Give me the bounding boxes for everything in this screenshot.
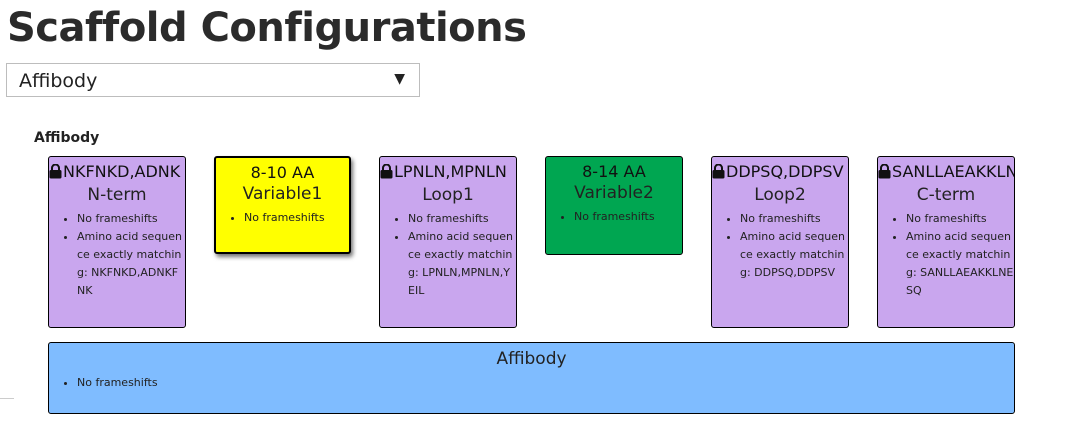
scaffold-section-label: Affibody bbox=[34, 130, 100, 146]
region-sequence: LPNLN,MPNLN bbox=[394, 162, 507, 181]
region-notes: No frameshifts Amino acid sequence exact… bbox=[49, 210, 185, 300]
region-card-n-term[interactable]: NKFNKD,ADNK N-term No frameshifts Amino … bbox=[48, 156, 186, 328]
region-notes: No frameshifts bbox=[546, 208, 682, 226]
scaffold-select-value: Affibody bbox=[19, 70, 98, 92]
scaffold-overall-note: No frameshifts bbox=[77, 374, 1014, 392]
region-length: 8-14 AA bbox=[582, 162, 646, 181]
region-name: Variable1 bbox=[242, 184, 323, 204]
region-note: No frameshifts bbox=[574, 208, 682, 226]
region-card-variable2[interactable]: 8-14 AA Variable2 No frameshifts bbox=[545, 156, 683, 255]
scaffold-overall-name: Affibody bbox=[496, 349, 567, 369]
chevron-down-icon: ▼ bbox=[394, 71, 405, 87]
lock-icon bbox=[49, 163, 62, 184]
region-length: 8-10 AA bbox=[250, 163, 315, 182]
region-sequence: DDPSQ,DDPSV bbox=[726, 162, 844, 181]
region-note: Amino acid sequence exactly matching: LP… bbox=[408, 228, 516, 300]
region-note: Amino acid sequence exactly matching: NK… bbox=[77, 228, 185, 300]
region-note: No frameshifts bbox=[740, 210, 848, 228]
region-sequence-line: NKFNKD,ADNK bbox=[49, 162, 185, 184]
region-name: Variable2 bbox=[574, 183, 654, 203]
region-note: No frameshifts bbox=[408, 210, 516, 228]
lock-icon bbox=[380, 163, 393, 184]
lock-icon bbox=[878, 163, 891, 184]
region-name: Loop2 bbox=[754, 185, 806, 205]
region-notes: No frameshifts Amino acid sequence exact… bbox=[712, 210, 848, 282]
region-sequence-line: LPNLN,MPNLN bbox=[380, 162, 516, 184]
region-card-loop2[interactable]: DDPSQ,DDPSV Loop2 No frameshifts Amino a… bbox=[711, 156, 849, 328]
region-card-variable1[interactable]: 8-10 AA Variable1 No frameshifts bbox=[214, 156, 351, 254]
region-notes: No frameshifts Amino acid sequence exact… bbox=[878, 210, 1014, 300]
scaffold-overall-card[interactable]: Affibody No frameshifts bbox=[48, 342, 1015, 414]
region-sequence: NKFNKD,ADNK bbox=[63, 162, 181, 181]
region-name: C-term bbox=[916, 185, 976, 205]
region-sequence-line: SANLLAEAKKLN bbox=[878, 162, 1014, 184]
edge-divider bbox=[0, 398, 14, 399]
scaffold-select[interactable]: Affibody ▼ bbox=[6, 63, 420, 97]
region-note: No frameshifts bbox=[244, 209, 349, 227]
region-sequence-line: DDPSQ,DDPSV bbox=[712, 162, 848, 184]
region-note: No frameshifts bbox=[906, 210, 1014, 228]
lock-icon bbox=[712, 163, 725, 184]
region-card-c-term[interactable]: SANLLAEAKKLN C-term No frameshifts Amino… bbox=[877, 156, 1015, 328]
region-note: Amino acid sequence exactly matching: SA… bbox=[906, 228, 1014, 300]
region-notes: No frameshifts bbox=[216, 209, 349, 227]
region-note: Amino acid sequence exactly matching: DD… bbox=[740, 228, 848, 282]
region-sequence: SANLLAEAKKLN bbox=[892, 162, 1015, 181]
region-name: Loop1 bbox=[422, 185, 474, 205]
region-note: No frameshifts bbox=[77, 210, 185, 228]
page-title: Scaffold Configurations bbox=[7, 5, 527, 51]
region-notes: No frameshifts Amino acid sequence exact… bbox=[380, 210, 516, 300]
region-card-loop1[interactable]: LPNLN,MPNLN Loop1 No frameshifts Amino a… bbox=[379, 156, 517, 328]
scaffold-overall-notes: No frameshifts bbox=[49, 374, 1014, 392]
region-name: N-term bbox=[87, 185, 147, 205]
